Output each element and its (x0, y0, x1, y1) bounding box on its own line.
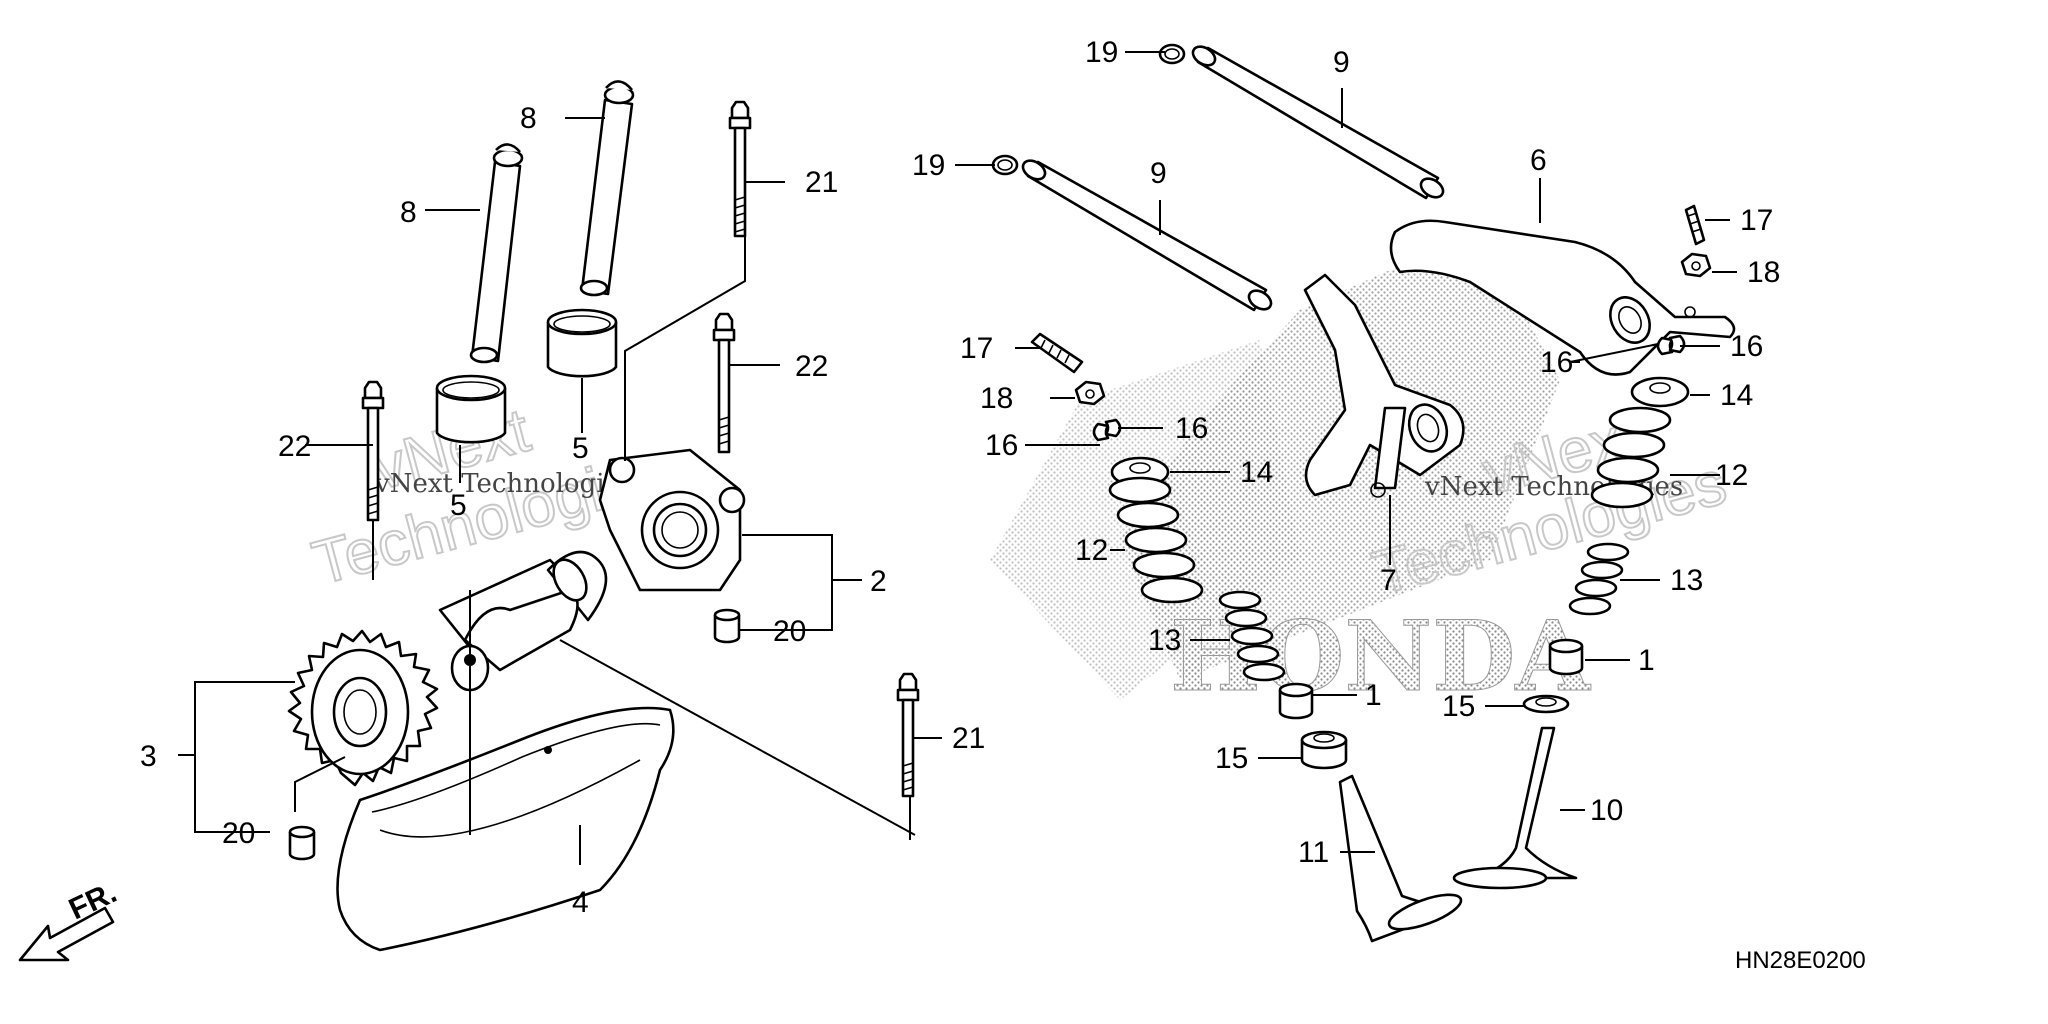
lifter-5-left[interactable] (435, 374, 507, 444)
callout-13: 13 (1670, 564, 1703, 597)
lifter-5-right[interactable] (546, 308, 618, 378)
callout-5: 5 (450, 489, 467, 522)
callout-12: 12 (1715, 459, 1748, 492)
o-ring-19-upper[interactable] (1158, 43, 1186, 65)
callout-1: 1 (1365, 679, 1382, 712)
valve-cotter-16-d[interactable] (1668, 334, 1686, 354)
callout-8: 8 (400, 196, 417, 229)
callout-10: 10 (1590, 794, 1623, 827)
valve-spring-inner-13-left[interactable] (1218, 590, 1286, 682)
o-ring-19-lower[interactable] (991, 154, 1019, 176)
rocker-shaft-9-lower[interactable] (1020, 157, 1275, 313)
bolt-21-top[interactable] (728, 100, 752, 238)
valve-cotter-16-b[interactable] (1104, 418, 1122, 438)
push-rod-8-right[interactable] (579, 80, 635, 297)
cam-sprocket[interactable] (287, 629, 439, 787)
callout-8: 8 (520, 102, 537, 135)
rocker-shaft-9-upper[interactable] (1190, 43, 1447, 201)
callout-12: 12 (1075, 534, 1108, 567)
stem-seal-1-left[interactable] (1278, 682, 1314, 720)
svg-text:FR.: FR. (64, 876, 122, 926)
callout-17: 17 (960, 332, 993, 365)
callout-9: 9 (1333, 46, 1350, 79)
callout-16: 16 (1540, 346, 1573, 379)
callout-2: 2 (870, 565, 887, 598)
callout-21: 21 (805, 166, 838, 199)
leader-lines (178, 51, 1737, 865)
adjusting-screw-17-left[interactable] (1030, 332, 1084, 374)
callout-11: 11 (1298, 836, 1329, 869)
diagram-code: HN28E0200 (1735, 947, 1866, 974)
rocker-arm-7[interactable] (1303, 273, 1465, 498)
callout-19: 19 (912, 149, 945, 182)
spring-seat-15-right[interactable] (1522, 694, 1570, 714)
callout-5: 5 (572, 432, 589, 465)
bolt-21-bottom[interactable] (896, 672, 920, 798)
callout-22: 22 (795, 350, 828, 383)
callout-19: 19 (1085, 36, 1118, 69)
callout-18: 18 (980, 382, 1013, 415)
push-rod-8-left[interactable] (469, 143, 524, 364)
camshaft-3[interactable] (438, 550, 608, 692)
callout-16: 16 (1175, 412, 1208, 445)
valve-spring-inner-13-right[interactable] (1568, 542, 1630, 616)
spring-retainer-14-right[interactable] (1630, 376, 1690, 408)
dowel-pin-20-left[interactable] (288, 825, 316, 861)
dowel-pin-20-right[interactable] (713, 608, 741, 644)
lock-nut-18-left[interactable] (1074, 380, 1106, 406)
callout-16: 16 (1730, 330, 1763, 363)
callout-14: 14 (1720, 379, 1753, 412)
callout-15: 15 (1442, 690, 1475, 723)
callout-16: 16 (985, 429, 1018, 462)
callout-3: 3 (140, 740, 157, 773)
callout-1: 1 (1638, 644, 1655, 677)
callout-20: 20 (222, 817, 255, 850)
valve-spring-outer-12-right[interactable] (1590, 406, 1672, 509)
stem-seal-1-right[interactable] (1548, 638, 1584, 676)
cam-cover-4[interactable] (336, 706, 675, 952)
callout-17: 17 (1740, 204, 1773, 237)
callout-6: 6 (1530, 144, 1547, 177)
callout-20: 20 (773, 615, 806, 648)
adjusting-screw-17-right[interactable] (1684, 204, 1706, 246)
callout-21: 21 (952, 722, 985, 755)
exhaust-valve-10[interactable] (1452, 726, 1578, 890)
camshaft-holder-2[interactable] (598, 448, 746, 592)
callout-13: 13 (1148, 624, 1181, 657)
bolt-22-middle[interactable] (712, 312, 736, 454)
callout-22: 22 (278, 430, 311, 463)
callout-14: 14 (1240, 456, 1273, 489)
callout-labels: 8 8 5 5 21 22 22 2 20 20 3 4 21 19 19 9 … (140, 36, 1780, 919)
callout-4: 4 (572, 886, 589, 919)
callout-9: 9 (1150, 157, 1167, 190)
valve-spring-outer-12-left[interactable] (1108, 476, 1204, 604)
lock-nut-18-right[interactable] (1680, 252, 1712, 278)
front-direction-arrow: FR. (18, 876, 122, 962)
spring-seat-15-left[interactable] (1300, 730, 1348, 770)
callout-18: 18 (1747, 256, 1780, 289)
rocker-arm-6[interactable] (1389, 219, 1736, 376)
svg-text:vNext Technologies: vNext Technologies (374, 469, 633, 499)
callout-7: 7 (1380, 564, 1397, 597)
intake-valve-11[interactable] (1338, 774, 1465, 943)
callout-15: 15 (1215, 742, 1248, 775)
